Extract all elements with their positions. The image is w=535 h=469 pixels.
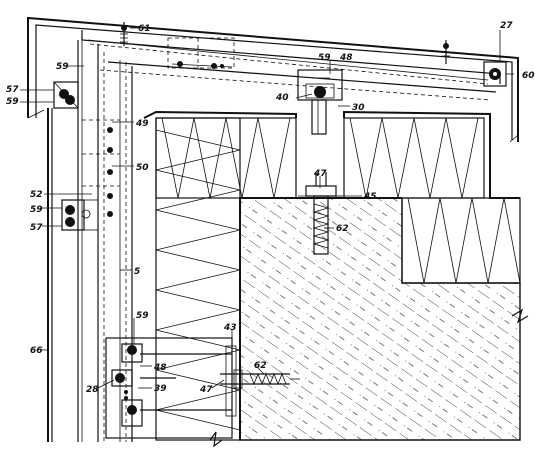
- callout-60: 60: [522, 71, 535, 81]
- callout-59-bracket: 59: [318, 53, 331, 63]
- insulation-upper-left: [155, 117, 297, 199]
- callout-45: 45: [363, 192, 377, 202]
- concrete-slab: [239, 197, 521, 441]
- clamp-57-mid: [61, 199, 99, 231]
- callout-57-mid: 57: [30, 223, 43, 233]
- callout-40: 40: [275, 93, 289, 103]
- callout-59-low: 59: [136, 311, 149, 321]
- callout-59-top: 59: [56, 62, 69, 72]
- callout-62-top: 62: [336, 224, 349, 234]
- callout-43: 43: [223, 323, 237, 333]
- callout-30: 30: [352, 103, 365, 113]
- callout-62-low: 62: [254, 361, 267, 371]
- insulation-vertical: [155, 117, 241, 441]
- screw-61: [120, 22, 128, 46]
- callout-52: 52: [30, 190, 43, 200]
- callout-49: 49: [135, 119, 149, 129]
- anchor-lower: [220, 369, 300, 389]
- clamp-57-top: [53, 81, 79, 109]
- callout-5: 5: [134, 267, 140, 277]
- callout-39: 39: [154, 384, 167, 394]
- clamp-60: [483, 61, 514, 87]
- callout-28: 28: [86, 385, 99, 395]
- bracket-lower: [105, 337, 237, 439]
- screw-right: [442, 40, 450, 64]
- bracket-upper: [297, 69, 343, 135]
- callout-labels: 61 27 60 59 57 59 59 48 40 30 49 50 52 5…: [6, 21, 535, 395]
- top-coping: [27, 16, 519, 143]
- callout-59-mid: 59: [30, 205, 43, 215]
- coping-fasteners: [171, 61, 233, 69]
- callout-61: 61: [138, 24, 151, 34]
- rail-fasteners: [82, 119, 120, 217]
- callout-66: 66: [30, 346, 43, 356]
- break-marks: [209, 308, 529, 448]
- insulation-upper-right: [343, 117, 485, 199]
- callout-47-top: 47: [313, 169, 327, 179]
- callout-57-top: 57: [6, 85, 19, 95]
- callout-59-top-2: 59: [6, 97, 19, 107]
- callout-50: 50: [136, 163, 149, 173]
- leader-lines: [20, 27, 501, 389]
- callout-48-bracket: 48: [339, 53, 353, 63]
- callout-47-low: 47: [199, 385, 213, 395]
- anchor-top: [298, 172, 342, 255]
- callout-27: 27: [500, 21, 513, 31]
- insulation-right-lower: [401, 197, 521, 284]
- callout-48-low: 48: [153, 363, 167, 373]
